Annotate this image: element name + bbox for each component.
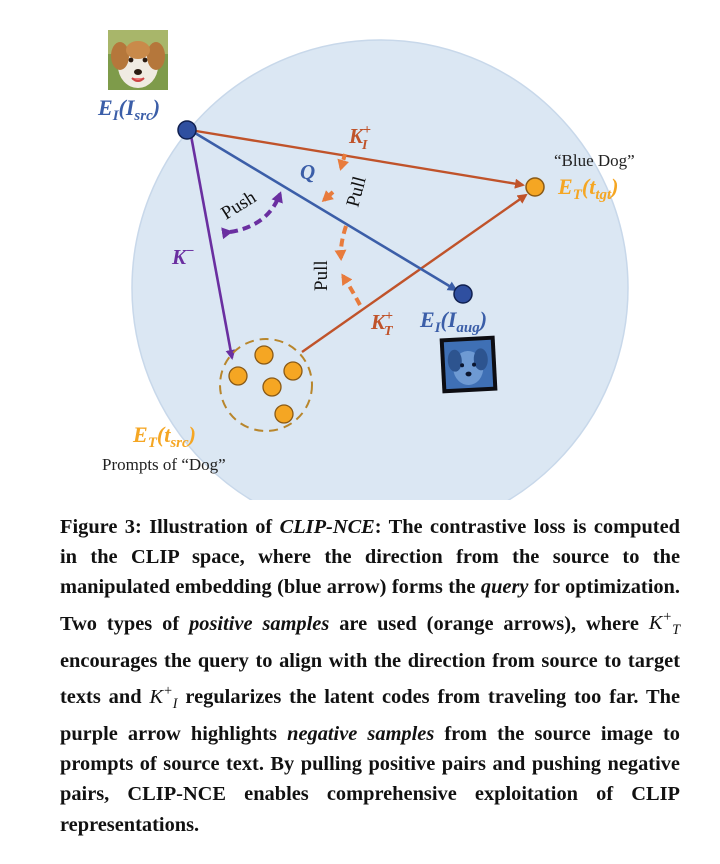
prompt-embedding-dot bbox=[262, 377, 282, 397]
source-dog-photo bbox=[108, 30, 168, 90]
ki-positive-orange-arrow bbox=[189, 128, 525, 189]
method-name: CLIP-NCE bbox=[279, 516, 375, 538]
kt-plus-symbol: K+T bbox=[648, 609, 680, 639]
query-blue-arrow bbox=[189, 128, 458, 292]
positive-text-sample-label: K+T bbox=[370, 309, 394, 339]
caption-text: for optimization. Two types of bbox=[60, 576, 680, 635]
target-prompt-text: “Blue Dog” bbox=[554, 151, 635, 170]
negative-samples-term: negative samples bbox=[287, 722, 435, 745]
caption-text: regularizes the latent codes from travel… bbox=[60, 685, 680, 745]
figure-caption: Figure 3: Illustration of CLIP-NCE: The … bbox=[60, 512, 680, 840]
augmented-blue-dog-photo bbox=[439, 335, 498, 394]
prompt-embedding-dot bbox=[228, 366, 248, 386]
kt-positive-orange-line bbox=[301, 193, 528, 353]
source-prompts-text: Prompts of “Dog” bbox=[102, 455, 226, 474]
clip-space-sphere bbox=[131, 39, 629, 500]
positive-image-sample-label: K+I bbox=[348, 123, 371, 153]
prompt-embedding-dot bbox=[274, 404, 294, 424]
pull-dashed-arrow-query bbox=[321, 190, 335, 202]
clip-space-diagram: EI(Isrc) EI(Iaug) ET(ttgt) ET(tsrc) “Blu… bbox=[97, 30, 635, 500]
source-image-embedding-label: EI(Isrc) bbox=[97, 95, 160, 124]
prompt-embedding-dot bbox=[254, 345, 274, 365]
query-label: Q bbox=[300, 160, 315, 184]
prompt-embedding-dot bbox=[283, 361, 303, 381]
target-text-embedding-label: ET(ttgt) bbox=[557, 174, 618, 203]
negative-sample-label: K− bbox=[171, 244, 195, 269]
augmented-image-embedding-dot bbox=[453, 284, 473, 304]
caption-text: : The contrastive loss is computed in th… bbox=[60, 516, 680, 599]
push-dashed-arc bbox=[221, 191, 283, 240]
query-term: query bbox=[480, 576, 529, 599]
target-text-embedding-dot bbox=[525, 177, 545, 197]
pull-dashed-arc-bottom bbox=[334, 225, 348, 261]
ki-plus-symbol: K+I bbox=[149, 682, 178, 712]
pull-dashed-arrow-top bbox=[337, 153, 349, 171]
caption-text: Illustration of bbox=[141, 516, 280, 538]
source-prompts-dashed-circle bbox=[219, 338, 313, 432]
source-text-embedding-label: ET(tsrc) bbox=[132, 422, 196, 451]
caption-text: are used (orange arrows), where bbox=[329, 612, 649, 635]
caption-text: from the source image to prompts of sour… bbox=[60, 722, 681, 836]
source-image-embedding-dot bbox=[177, 120, 197, 140]
positive-samples-term: positive samples bbox=[189, 612, 330, 635]
negative-purple-arrow bbox=[188, 129, 236, 360]
pull-dashed-arrow-bottom bbox=[341, 273, 362, 306]
caption-text: encourages the query to align with the d… bbox=[60, 649, 680, 708]
augmented-image-embedding-label: EI(Iaug) bbox=[419, 307, 487, 336]
pull-label-bottom: Pull bbox=[311, 260, 332, 291]
figure-number: Figure 3: bbox=[60, 516, 142, 538]
